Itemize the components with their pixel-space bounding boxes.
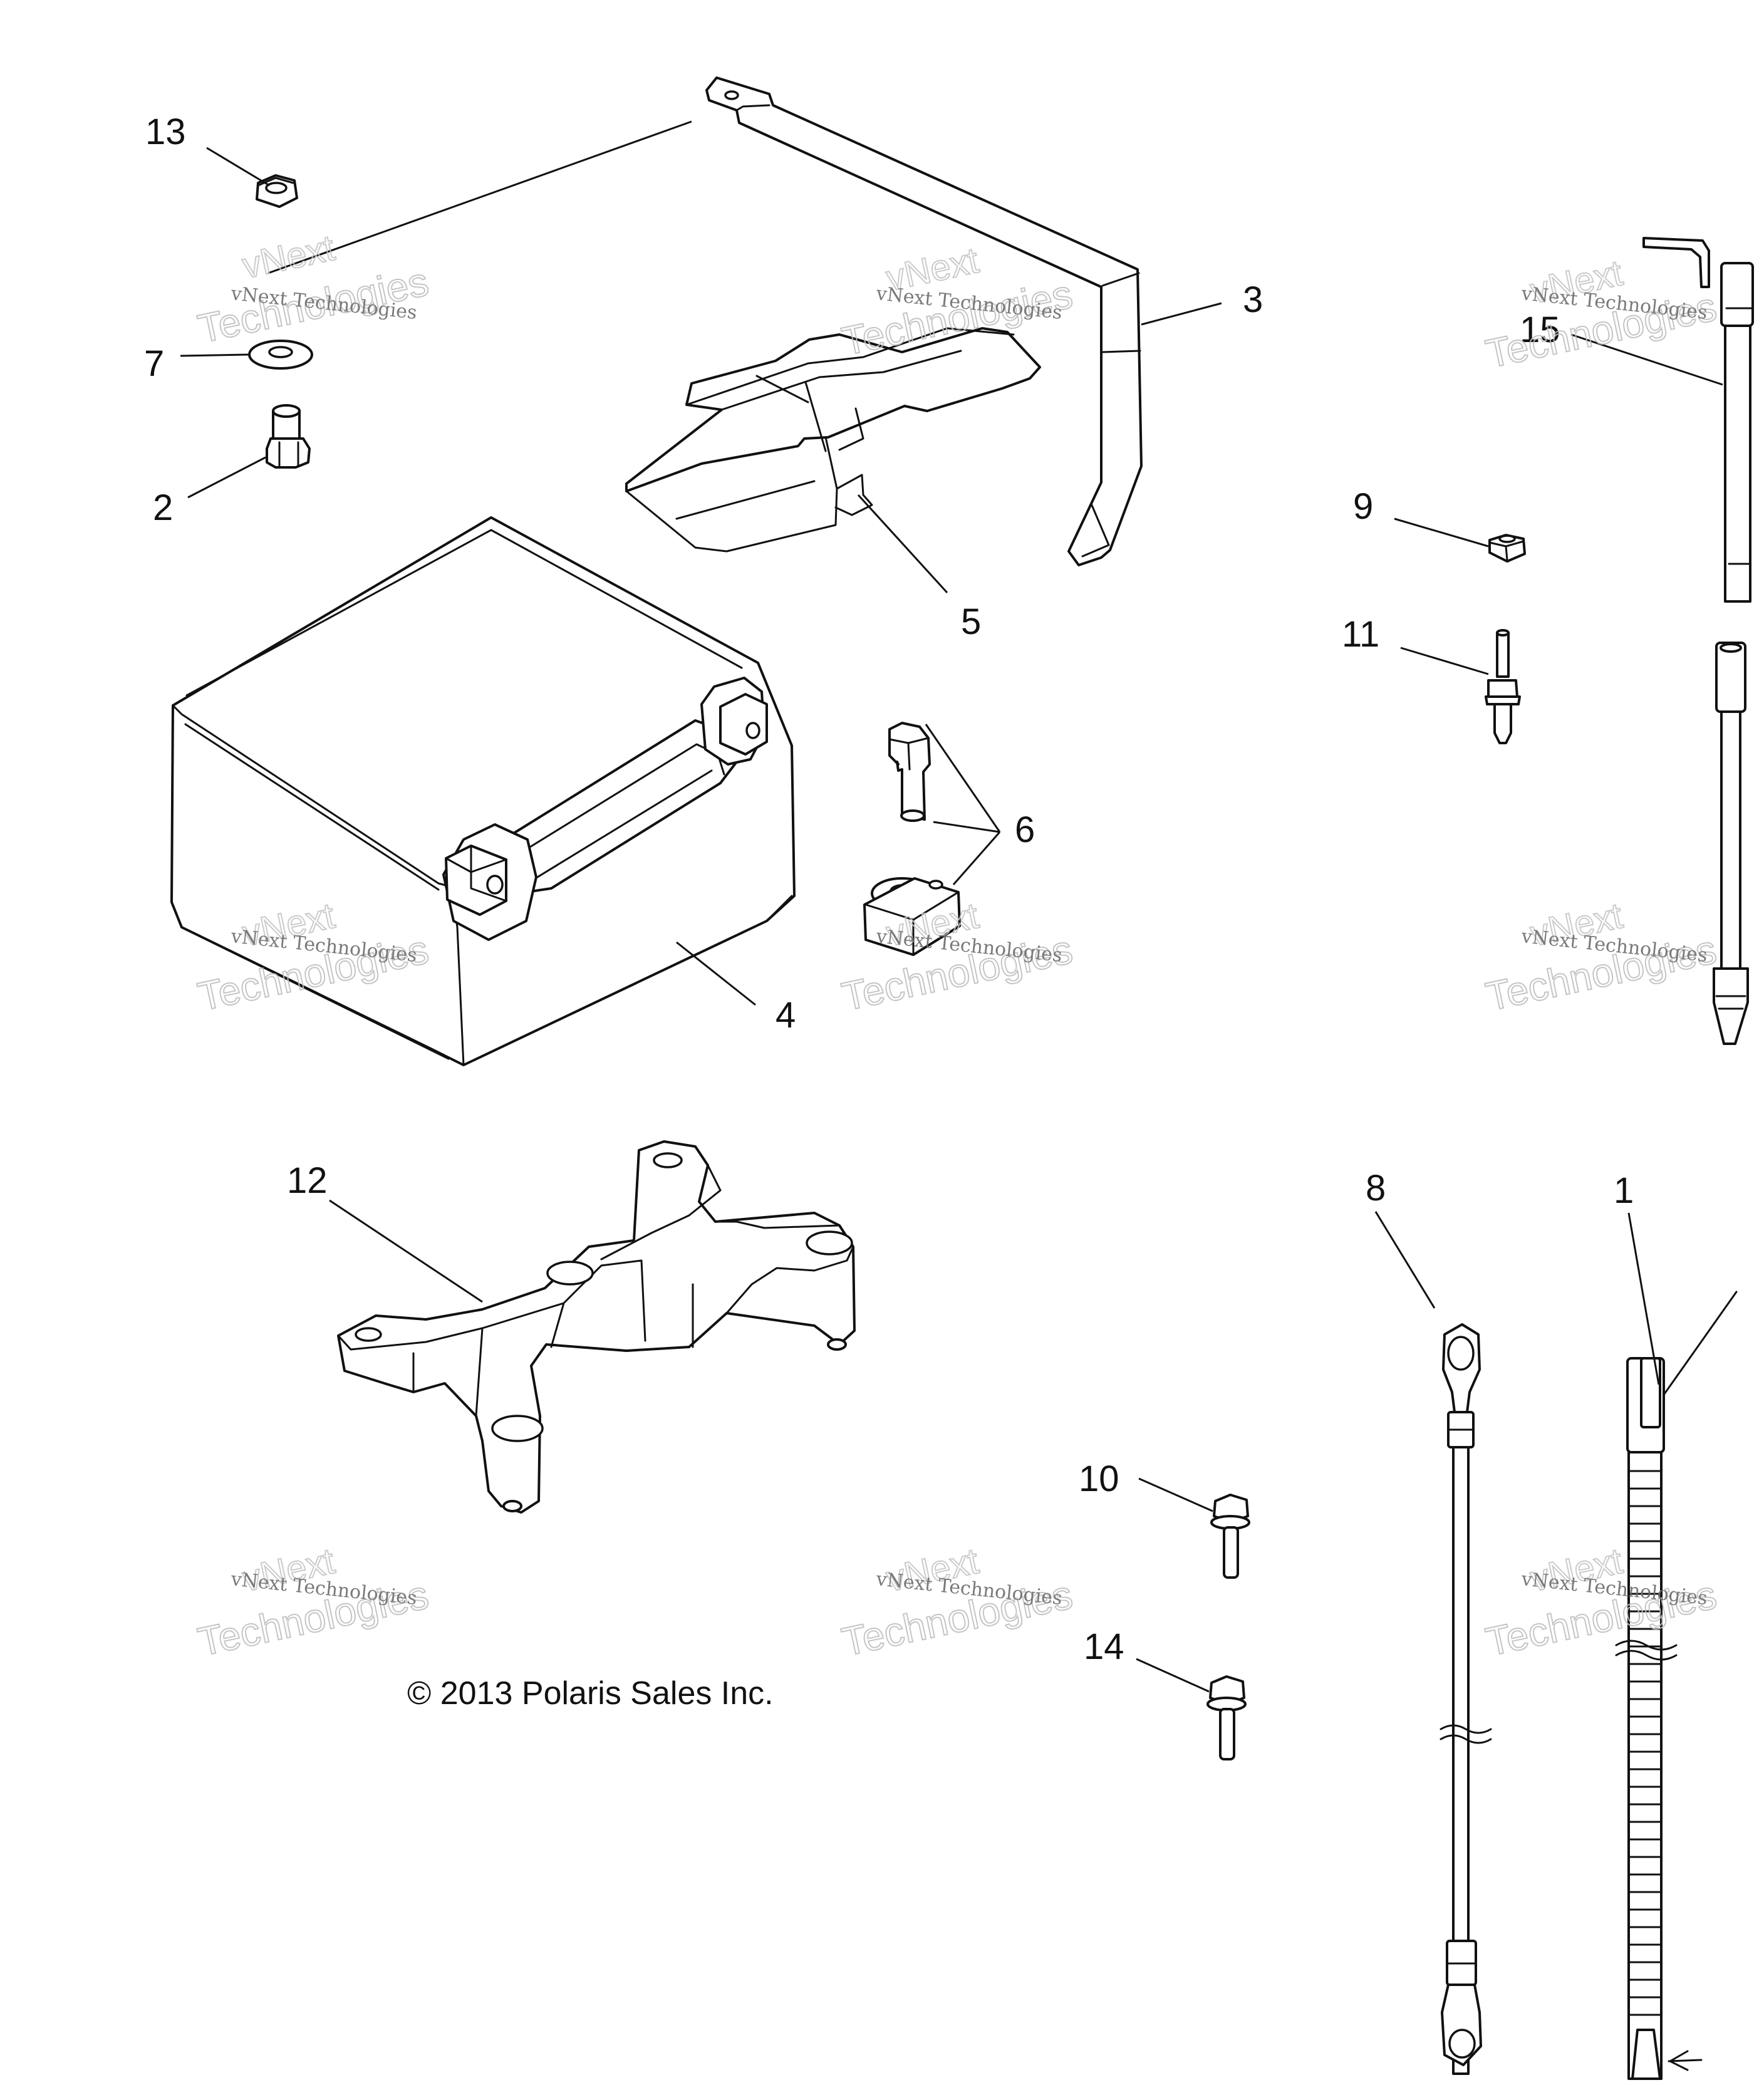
svg-text:vNext: vNext xyxy=(239,227,338,286)
part-2-bolt xyxy=(266,404,311,469)
part-7-washer xyxy=(248,340,313,370)
leader-5 xyxy=(857,494,948,594)
callout-4: 4 xyxy=(776,995,796,1036)
part-10-flange-bolt xyxy=(1210,1494,1250,1579)
callout-1: 1 xyxy=(1614,1170,1634,1211)
part-3-hold-down-strap xyxy=(705,76,1143,566)
part-14-flange-bolt xyxy=(1206,1675,1247,1760)
leader-lines xyxy=(180,120,1723,1693)
watermark: vNext Technologies xyxy=(194,227,433,352)
leader-2 xyxy=(187,456,266,499)
callout-9: 9 xyxy=(1353,486,1373,527)
part-11-stud xyxy=(1485,629,1521,744)
part-15-cable xyxy=(1642,237,1754,1045)
callout-11: 11 xyxy=(1342,614,1379,655)
part-5-battery-pad xyxy=(625,327,1041,553)
part-1-positive-cable xyxy=(1615,1291,1738,2080)
leader-13-strap xyxy=(267,120,692,274)
callout-13: 13 xyxy=(145,112,186,152)
callout-7: 7 xyxy=(144,343,164,384)
leader-9 xyxy=(1394,517,1489,548)
part-8-ground-cable xyxy=(1440,1323,1492,2075)
callout-8: 8 xyxy=(1366,1168,1386,1209)
part-12-battery-bracket xyxy=(337,1140,856,1514)
leader-1 xyxy=(1627,1212,1660,1385)
part-13-flange-nut xyxy=(256,174,298,208)
leader-8 xyxy=(1374,1211,1436,1309)
callout-15: 15 xyxy=(1520,309,1560,350)
part-6-fastener-kit xyxy=(863,722,961,956)
callout-5: 5 xyxy=(961,601,981,642)
leader-6-bolt xyxy=(925,724,1001,833)
callout-10: 10 xyxy=(1079,1458,1119,1499)
leader-11 xyxy=(1400,647,1489,675)
leader-14 xyxy=(1136,1658,1210,1693)
leader-4 xyxy=(676,941,756,1006)
leader-3 xyxy=(1141,302,1222,326)
leader-7 xyxy=(180,353,249,357)
watermarks: vNext Technologies vNext Technologies vN… xyxy=(194,227,1721,1665)
callout-2: 2 xyxy=(153,487,173,528)
callout-numbers: 13 7 2 3 5 4 6 12 15 9 11 8 1 10 14 xyxy=(144,112,1634,1667)
part-4-battery xyxy=(170,516,796,1066)
part-9-nut xyxy=(1488,534,1526,563)
leader-12 xyxy=(329,1199,483,1303)
leader-10 xyxy=(1138,1477,1213,1512)
callout-3: 3 xyxy=(1243,279,1263,320)
copyright-notice: © 2013 Polaris Sales Inc. xyxy=(407,1675,774,1712)
callout-12: 12 xyxy=(287,1160,328,1201)
leader-6-nut xyxy=(952,831,1001,885)
leader-13 xyxy=(206,147,270,187)
leader-15 xyxy=(1570,333,1723,386)
leader-6-washer xyxy=(933,821,1000,833)
callout-14: 14 xyxy=(1084,1626,1124,1667)
callout-6: 6 xyxy=(1015,809,1035,850)
